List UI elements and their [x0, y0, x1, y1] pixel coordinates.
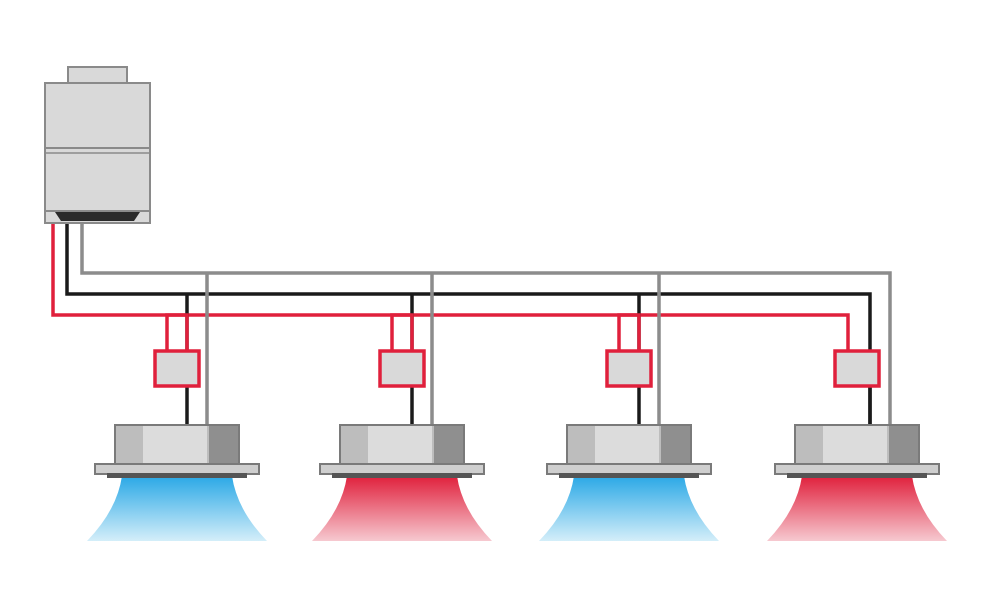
outdoor-unit-lower-panel: [44, 147, 151, 213]
indoor-units: [87, 424, 947, 541]
refrigerant-pipes: [51, 222, 892, 425]
ceiling-cassette-icon: [767, 424, 947, 541]
outdoor-unit-upper-panel: [44, 82, 151, 150]
main-pipe-gray: [80, 222, 892, 425]
branch-selector-box-icon: [153, 349, 201, 388]
ceiling-cassette-icon: [539, 424, 719, 541]
heat-airflow-icon: [767, 476, 947, 541]
branch-pipe-red: [165, 313, 189, 352]
branch-selector-box-icon: [378, 349, 426, 388]
branch-pipe-red: [390, 313, 414, 352]
outdoor-unit-top-cap: [67, 66, 128, 85]
main-pipe-red: [51, 222, 850, 352]
ceiling-cassette-icon: [87, 424, 267, 541]
cool-airflow-icon: [87, 476, 267, 541]
branch-selector-box-icon: [833, 349, 881, 388]
outdoor-unit: [44, 66, 151, 224]
branch-pipe-red: [617, 313, 641, 352]
outdoor-unit-vent-icon: [55, 212, 140, 221]
branch-boxes: [153, 349, 881, 388]
branch-selector-box-icon: [605, 349, 653, 388]
heat-airflow-icon: [312, 476, 492, 541]
cool-airflow-icon: [539, 476, 719, 541]
ceiling-cassette-icon: [312, 424, 492, 541]
